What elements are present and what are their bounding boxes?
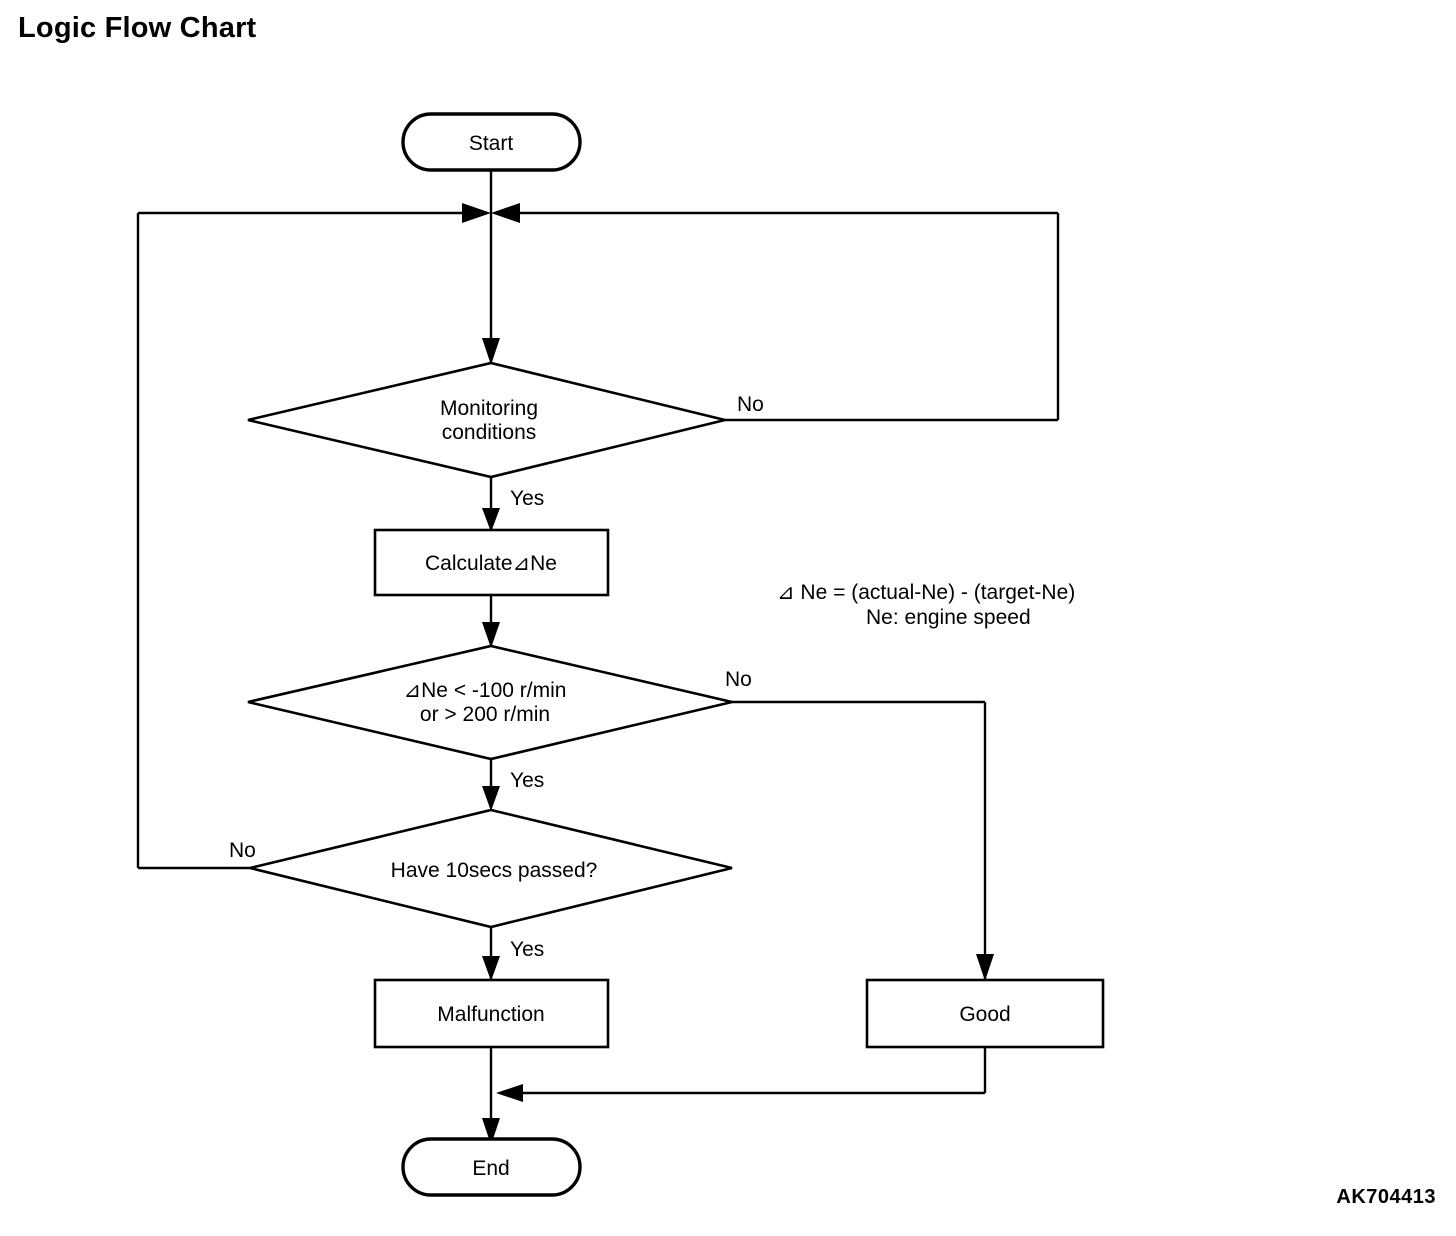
edge-label-threshold-no: No: [725, 668, 752, 691]
node-malfunction-label: Malfunction: [437, 1003, 544, 1026]
arrowhead-into-monitoring: [482, 338, 500, 365]
page-title: Logic Flow Chart: [18, 12, 257, 44]
arrowhead-into-malfunction: [482, 956, 500, 981]
arrowhead-loop-right-into-junction: [491, 203, 520, 223]
node-threshold-label-line2: or > 200 r/min: [420, 703, 550, 726]
note-line-2: Ne: engine speed: [866, 606, 1031, 629]
node-threshold-label-line1: ⊿Ne < -100 r/min: [404, 679, 567, 702]
arrowhead-into-calculate: [482, 508, 500, 532]
arrowhead-loop-left-into-junction: [462, 203, 491, 223]
figure-code: AK704413: [1336, 1186, 1436, 1208]
node-start[interactable]: [401, 112, 582, 172]
edge-label-timer-yes: Yes: [510, 938, 544, 961]
node-monitoring-label-line1: Monitoring: [440, 397, 538, 420]
node-start-label: Start: [469, 132, 514, 155]
edge-label-monitoring-no: No: [737, 393, 764, 416]
node-malfunction[interactable]: [373, 978, 610, 1049]
node-threshold[interactable]: [247, 644, 733, 761]
arrowhead-good-merge: [496, 1084, 523, 1102]
arrowhead-into-threshold: [482, 622, 500, 648]
node-calculate-label: Calculate⊿Ne: [425, 552, 557, 575]
edge-label-timer-no: No: [229, 839, 256, 862]
arrowhead-into-end: [482, 1118, 500, 1145]
node-monitoring-conditions[interactable]: [247, 361, 726, 479]
node-timer-label: Have 10secs passed?: [391, 859, 598, 882]
node-calculate[interactable]: [373, 528, 610, 597]
arrowhead-into-timer: [482, 786, 500, 811]
edge-label-threshold-yes: Yes: [510, 769, 544, 792]
node-good-label: Good: [959, 1003, 1010, 1026]
node-monitoring-label-line2: conditions: [442, 421, 537, 444]
node-end[interactable]: [401, 1137, 582, 1197]
node-good[interactable]: [865, 978, 1105, 1049]
edge-label-monitoring-yes: Yes: [510, 487, 544, 510]
node-timer[interactable]: [249, 808, 733, 929]
arrowhead-into-good: [976, 954, 994, 981]
node-end-label: End: [472, 1157, 509, 1180]
note-line-1: ⊿ Ne = (actual-Ne) - (target-Ne): [777, 581, 1075, 604]
